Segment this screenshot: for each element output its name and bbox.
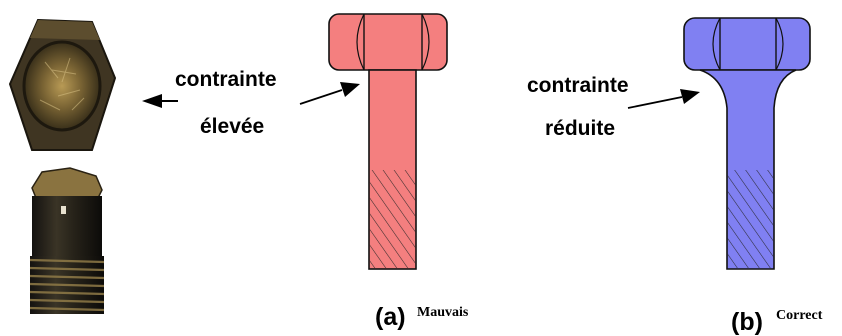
shank-body (32, 196, 102, 258)
panel-b-letter: (b) (731, 308, 763, 336)
panel-a-word: Mauvais (417, 305, 469, 320)
nut-face-shading (30, 20, 100, 40)
fractured-nut-photo (10, 20, 115, 150)
bolt-b-head (684, 18, 810, 70)
shank-fracture-top (32, 168, 102, 198)
panel-b-word: Correct (776, 308, 823, 323)
high-stress-label-line1: contrainte (175, 68, 277, 91)
shank-mark (61, 206, 66, 214)
bolt-b-thread-hatch (728, 170, 773, 268)
nut-fracture-surface (24, 42, 100, 130)
panel-a-letter: (a) (375, 303, 406, 331)
arrow-to-bolt-b-fillet (628, 89, 700, 108)
bolt-bad-design (329, 14, 447, 269)
left-arrow-to-photo (142, 94, 178, 108)
arrow-to-bolt-a-corner (300, 82, 360, 104)
broken-bolt-photo (30, 168, 104, 314)
low-stress-label-line2: réduite (545, 117, 615, 140)
bolt-a-thread-hatch (370, 170, 415, 268)
bolt-good-design (684, 18, 810, 269)
low-stress-label-line1: contrainte (527, 74, 629, 97)
high-stress-label-line2: élevée (200, 115, 264, 138)
